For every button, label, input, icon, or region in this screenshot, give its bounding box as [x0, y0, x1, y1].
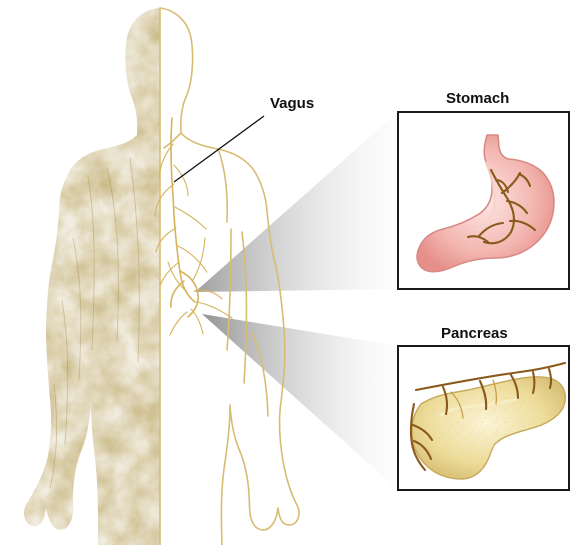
vagus-nerve-network [155, 118, 232, 335]
textured-body-half [24, 8, 160, 545]
pancreas-label: Pancreas [441, 325, 508, 342]
stomach-label: Stomach [446, 90, 509, 107]
vagus-pointer-line [174, 116, 264, 182]
pancreas-callout-beam [202, 314, 398, 490]
stomach-callout-beam [195, 112, 398, 292]
stomach-inset [398, 112, 569, 289]
vagus-label: Vagus [270, 95, 314, 112]
pancreas-inset [398, 346, 569, 490]
